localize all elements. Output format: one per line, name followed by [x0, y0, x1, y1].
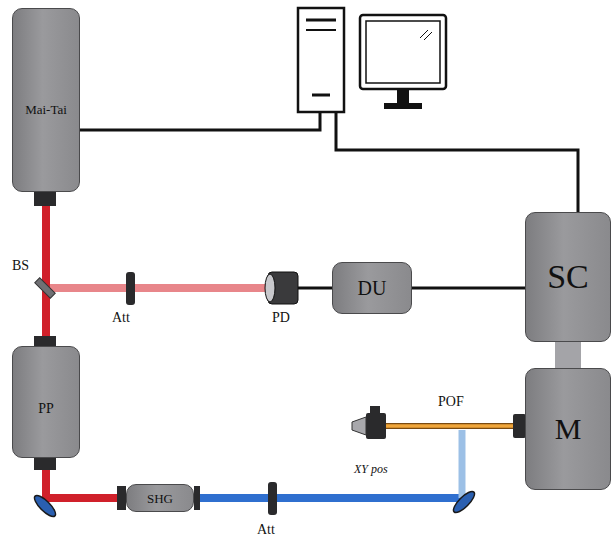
monitor-base: [384, 103, 422, 109]
screen-glare: [424, 32, 432, 40]
connector: [46, 458, 126, 498]
laser-port: [34, 192, 56, 206]
monochromator-box: M: [525, 368, 611, 490]
drive-slot: [312, 94, 330, 97]
part-label: XY pos: [352, 462, 390, 476]
signal-cable: [298, 287, 332, 290]
part-label: POF: [436, 394, 466, 410]
pulse-picker-box: PP: [12, 346, 80, 458]
fiber-holder: [352, 417, 366, 435]
control-cable: [336, 112, 578, 212]
monitor-screen: [366, 21, 440, 83]
spectrometer-box: SC: [525, 212, 611, 342]
mirror: [32, 493, 59, 520]
pp-port: [34, 336, 56, 346]
part-label: Att: [255, 522, 277, 538]
computer-tower: [298, 8, 344, 112]
pp-port: [34, 458, 56, 470]
monitor-stand: [397, 89, 409, 103]
node-text: SC: [547, 260, 589, 294]
shg-box: SHG: [126, 484, 194, 512]
attenuator: [126, 272, 135, 305]
connector: [46, 192, 47, 346]
part-label: BS: [10, 258, 31, 274]
node-text: Mai-Tai: [25, 103, 67, 116]
node-text: DU: [358, 278, 387, 298]
node-text: PP: [38, 402, 54, 416]
driver-unit-box: DU: [332, 262, 412, 314]
connector: [568, 342, 569, 368]
drive-slot: [306, 19, 336, 22]
shg-port: [117, 486, 126, 510]
part-label: PD: [270, 310, 292, 326]
drive-slot: [306, 29, 336, 31]
blue-beam-up: [459, 430, 466, 498]
node-text: SHG: [147, 492, 173, 505]
part-label: Att: [110, 310, 132, 326]
mirror: [451, 489, 478, 516]
node-text: M: [555, 414, 582, 444]
control-cable: [80, 112, 320, 130]
monitor: [360, 15, 446, 89]
laser-box: Mai-Tai: [12, 8, 80, 192]
beam-splitter: [35, 278, 56, 299]
xy-stage-knob: [370, 406, 380, 414]
shg-port: [194, 486, 200, 510]
reference-beam: [45, 284, 268, 292]
xy-stage: [366, 413, 386, 439]
photodiode-face: [265, 274, 275, 302]
blue-beam: [198, 494, 466, 502]
connector: [412, 288, 525, 289]
attenuator: [268, 482, 277, 515]
